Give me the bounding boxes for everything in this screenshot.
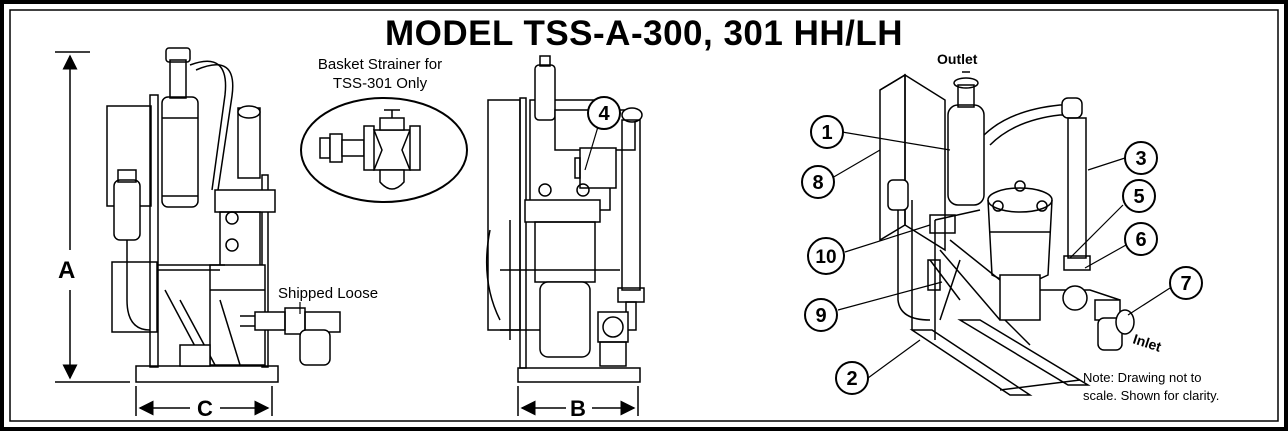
- dimension-a-label: A: [58, 257, 75, 284]
- inlet-label: Inlet: [1131, 331, 1164, 355]
- callout-6: 6: [1124, 222, 1158, 256]
- dimension-c: C: [135, 386, 273, 421]
- callout-7: 7: [1169, 266, 1203, 300]
- dimension-a: A: [55, 51, 130, 383]
- dimension-c-label: C: [197, 396, 213, 421]
- callout-9: 9: [804, 298, 838, 332]
- svg-text:9: 9: [815, 305, 826, 327]
- svg-text:5: 5: [1133, 186, 1144, 208]
- inner-border: [9, 9, 1279, 422]
- dimension-b-label: B: [570, 396, 586, 421]
- callout-10: 10: [807, 237, 845, 275]
- svg-text:2: 2: [846, 368, 857, 390]
- svg-text:3: 3: [1135, 148, 1146, 170]
- strainer-callout-line1: Basket Strainer for: [318, 56, 442, 73]
- callout-5: 5: [1122, 179, 1156, 213]
- note-line1: Note: Drawing not to: [1083, 370, 1202, 385]
- svg-text:8: 8: [812, 172, 823, 194]
- basket-strainer-drawing: [319, 109, 421, 190]
- callout-3: 3: [1124, 141, 1158, 175]
- strainer-callout-ellipse: [300, 97, 468, 203]
- svg-text:1: 1: [821, 122, 832, 144]
- callout-8: 8: [801, 165, 835, 199]
- strainer-callout-line2: TSS-301 Only: [333, 75, 428, 92]
- callout-2: 2: [835, 361, 869, 395]
- callout-4: 4: [587, 96, 621, 130]
- svg-text:4: 4: [598, 103, 610, 125]
- shipped-loose-label: Shipped Loose: [278, 285, 378, 302]
- page-title: MODEL TSS-A-300, 301 HH/LH: [384, 14, 904, 53]
- svg-text:7: 7: [1180, 273, 1191, 295]
- front-view-drawing: [485, 55, 645, 383]
- svg-text:6: 6: [1135, 229, 1146, 251]
- side-view-drawing: [106, 47, 341, 383]
- dimension-b: B: [517, 386, 639, 421]
- callout-leaders: [584, 119, 1171, 379]
- isometric-view-drawing: [879, 71, 1135, 396]
- outlet-label: Outlet: [937, 51, 978, 67]
- svg-text:10: 10: [815, 247, 836, 268]
- note-line2: scale. Shown for clarity.: [1083, 388, 1219, 403]
- callout-1: 1: [810, 115, 844, 149]
